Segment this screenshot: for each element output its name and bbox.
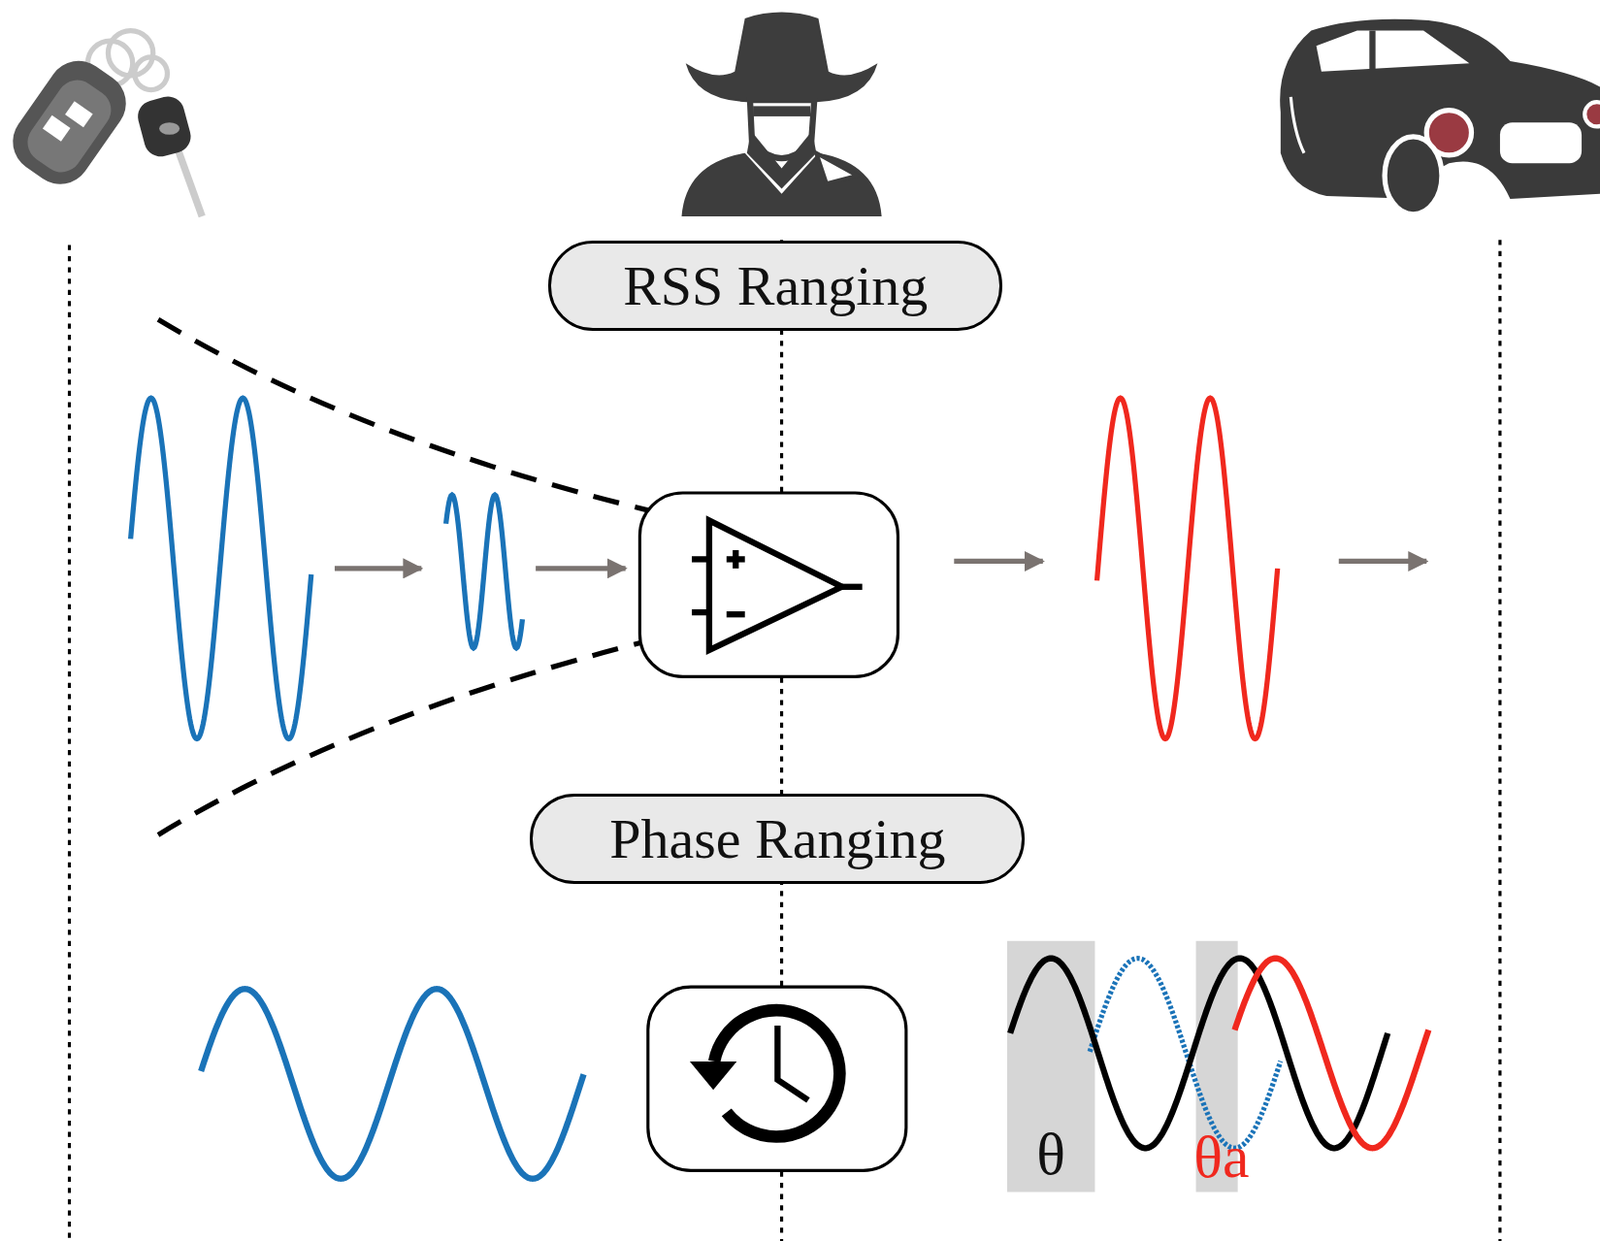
method-label: Phase Ranging bbox=[609, 806, 946, 872]
car-icon bbox=[1279, 19, 1600, 215]
timeline bbox=[69, 239, 1501, 1241]
key-fob-icon bbox=[0, 31, 202, 217]
attacker-icon bbox=[682, 12, 882, 217]
phase-symbol: θa bbox=[1193, 1126, 1249, 1187]
amplifier-symbol bbox=[639, 492, 898, 677]
sine-wave bbox=[1235, 958, 1430, 1149]
sine-wave bbox=[446, 494, 523, 649]
sine-wave bbox=[1097, 397, 1278, 739]
sine-wave bbox=[1010, 958, 1388, 1149]
sine-wave bbox=[200, 988, 584, 1179]
phase-symbol: θ bbox=[1036, 1123, 1066, 1184]
method-label: RSS Ranging bbox=[622, 253, 928, 319]
sine-wave bbox=[130, 397, 312, 739]
method-pill: RSS Ranging bbox=[548, 240, 1003, 331]
phase-waves bbox=[1010, 958, 1429, 1149]
method-pill: Phase Ranging bbox=[529, 793, 1025, 884]
replay-clock-symbol bbox=[648, 986, 907, 1171]
attenuation-cone bbox=[158, 319, 649, 835]
signal-waves bbox=[130, 397, 1278, 1179]
